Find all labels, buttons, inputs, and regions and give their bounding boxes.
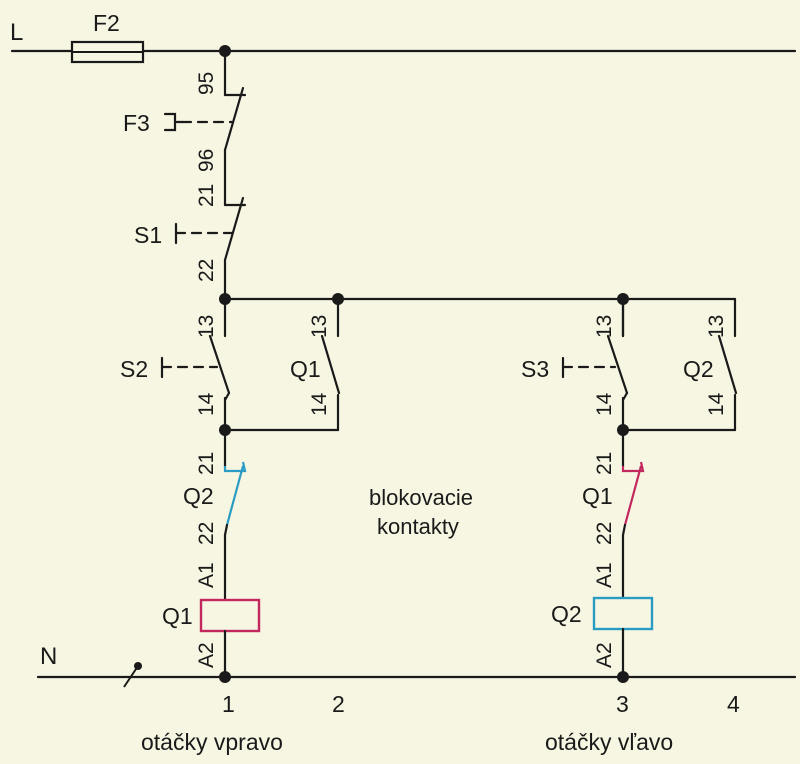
interlock-q1-label: Q1 [582, 483, 613, 509]
interlock-q1-terminal-21: 21 [593, 452, 616, 475]
q1-hold-terminal-14: 14 [308, 392, 331, 416]
s3-terminal-14: 14 [593, 392, 616, 416]
hold-contact-q2[interactable] [621, 334, 738, 432]
start-left-button-s3[interactable] [561, 334, 629, 395]
column-number-4: 4 [727, 691, 740, 717]
interlock-q2-terminal-21: 21 [195, 452, 218, 475]
coil-q1[interactable] [199, 598, 261, 633]
caption-left-rotation: otáčky vľavo [545, 729, 673, 755]
coil-q1-terminal-a2: A2 [195, 642, 218, 668]
coil-q1-terminal-a1: A1 [195, 562, 218, 588]
column-number-1: 1 [222, 691, 235, 717]
node-n-3 [617, 671, 629, 683]
interlock-contact-q1[interactable] [621, 461, 645, 526]
overload-f3-label: F3 [123, 110, 150, 136]
start-left-button-s3-label: S3 [521, 356, 549, 382]
s2-terminal-13: 13 [195, 315, 218, 338]
s2-terminal-14: 14 [195, 392, 218, 416]
interlock-q1-terminal-22: 22 [593, 522, 616, 545]
node-bus-2 [332, 293, 344, 305]
fuse-f2[interactable] [70, 40, 145, 64]
s3-terminal-13: 13 [593, 315, 616, 338]
start-right-button-s2[interactable] [160, 334, 231, 395]
f3-terminal-96: 96 [195, 149, 218, 172]
column-number-2: 2 [332, 691, 345, 717]
coil-q1-label: Q1 [162, 603, 193, 629]
neutral-marker-icon [123, 662, 142, 688]
q1-hold-terminal-13: 13 [308, 315, 331, 338]
interlock-annotation-line1: blokovacie [369, 485, 473, 510]
s1-terminal-21: 21 [195, 184, 218, 207]
wire-interlock-q2-joint [223, 523, 229, 537]
q2-hold-terminal-13: 13 [705, 315, 728, 338]
fuse-f2-label: F2 [93, 10, 120, 36]
line-rail-label: L [10, 19, 23, 46]
wire-interlock-q1-joint [621, 523, 627, 537]
caption-right-rotation: otáčky vpravo [141, 729, 283, 755]
interlock-contact-q2[interactable] [223, 461, 247, 526]
s1-terminal-22: 22 [195, 259, 218, 282]
stop-button-s1[interactable] [174, 196, 247, 262]
interlock-q2-terminal-22: 22 [195, 522, 218, 545]
hold-contact-q2-label: Q2 [683, 356, 714, 382]
coil-q2-terminal-a2: A2 [593, 642, 616, 668]
coil-q2-terminal-a1: A1 [593, 562, 616, 588]
q2-hold-terminal-14: 14 [705, 392, 728, 416]
hold-contact-q1[interactable] [223, 334, 341, 432]
coil-q2[interactable] [592, 596, 654, 631]
interlock-q2-label: Q2 [183, 483, 214, 509]
hold-contact-q1-label: Q1 [290, 356, 321, 382]
start-right-button-s2-label: S2 [120, 356, 148, 382]
interlock-annotation-line2: kontakty [377, 514, 459, 539]
distribution-bus [223, 297, 737, 338]
coil-q2-label: Q2 [551, 601, 582, 627]
neutral-rail-label: N [40, 643, 57, 670]
node-n-1 [219, 671, 231, 683]
overload-contact-f3[interactable] [163, 86, 247, 152]
column-number-3: 3 [616, 691, 629, 717]
stop-button-s1-label: S1 [134, 222, 162, 248]
f3-terminal-95: 95 [195, 72, 218, 95]
